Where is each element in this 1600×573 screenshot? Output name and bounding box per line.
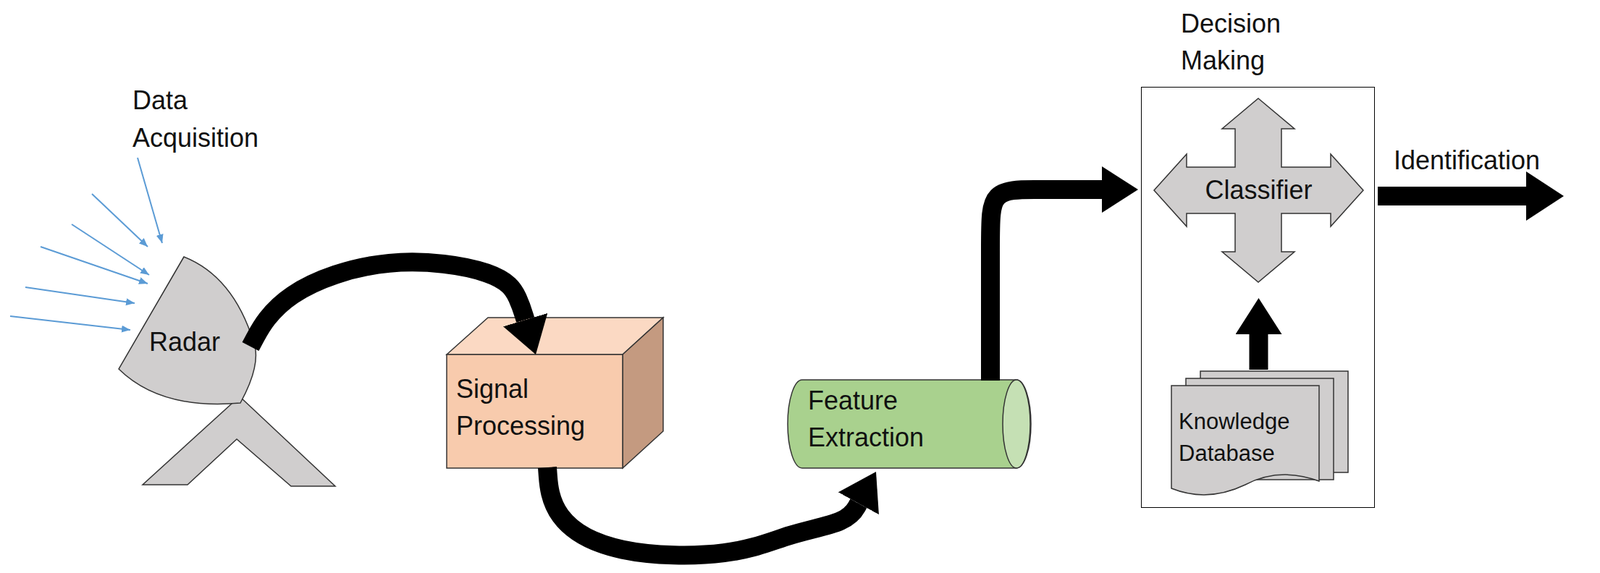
node-label: Signal Processing: [456, 370, 620, 445]
wave-line: [10, 316, 131, 331]
flow-arrow: [547, 467, 859, 556]
database-docs: Knowledge Database: [1171, 371, 1349, 496]
wave-line: [91, 194, 148, 247]
wave-line: [71, 224, 150, 276]
incoming-waves: [10, 157, 163, 331]
wave-line: [40, 246, 148, 284]
flow-arrow: [990, 189, 1102, 381]
node-label: Radar: [149, 323, 221, 361]
classifier-cross: Classifier: [1154, 98, 1364, 283]
node-label: Classifier: [1154, 171, 1364, 209]
stage-label: Data Acquisition: [132, 81, 289, 158]
stage-label: Identification: [1393, 141, 1540, 180]
decision-box: Decision MakingClassifierKnowledge Datab…: [1140, 86, 1375, 509]
group-heading: Decision Making: [1180, 5, 1337, 79]
output-arrow: [1377, 171, 1564, 221]
node-label: Knowledge Database: [1178, 406, 1318, 470]
radar-stand: [142, 396, 336, 487]
wave-line: [137, 157, 163, 244]
radar-dish: Radar: [117, 254, 255, 410]
wave-line: [25, 287, 135, 304]
process-cube: Signal Processing: [445, 317, 664, 470]
node-label: Feature Extraction: [807, 382, 982, 457]
feature-cylinder: Feature Extraction: [787, 379, 1031, 470]
